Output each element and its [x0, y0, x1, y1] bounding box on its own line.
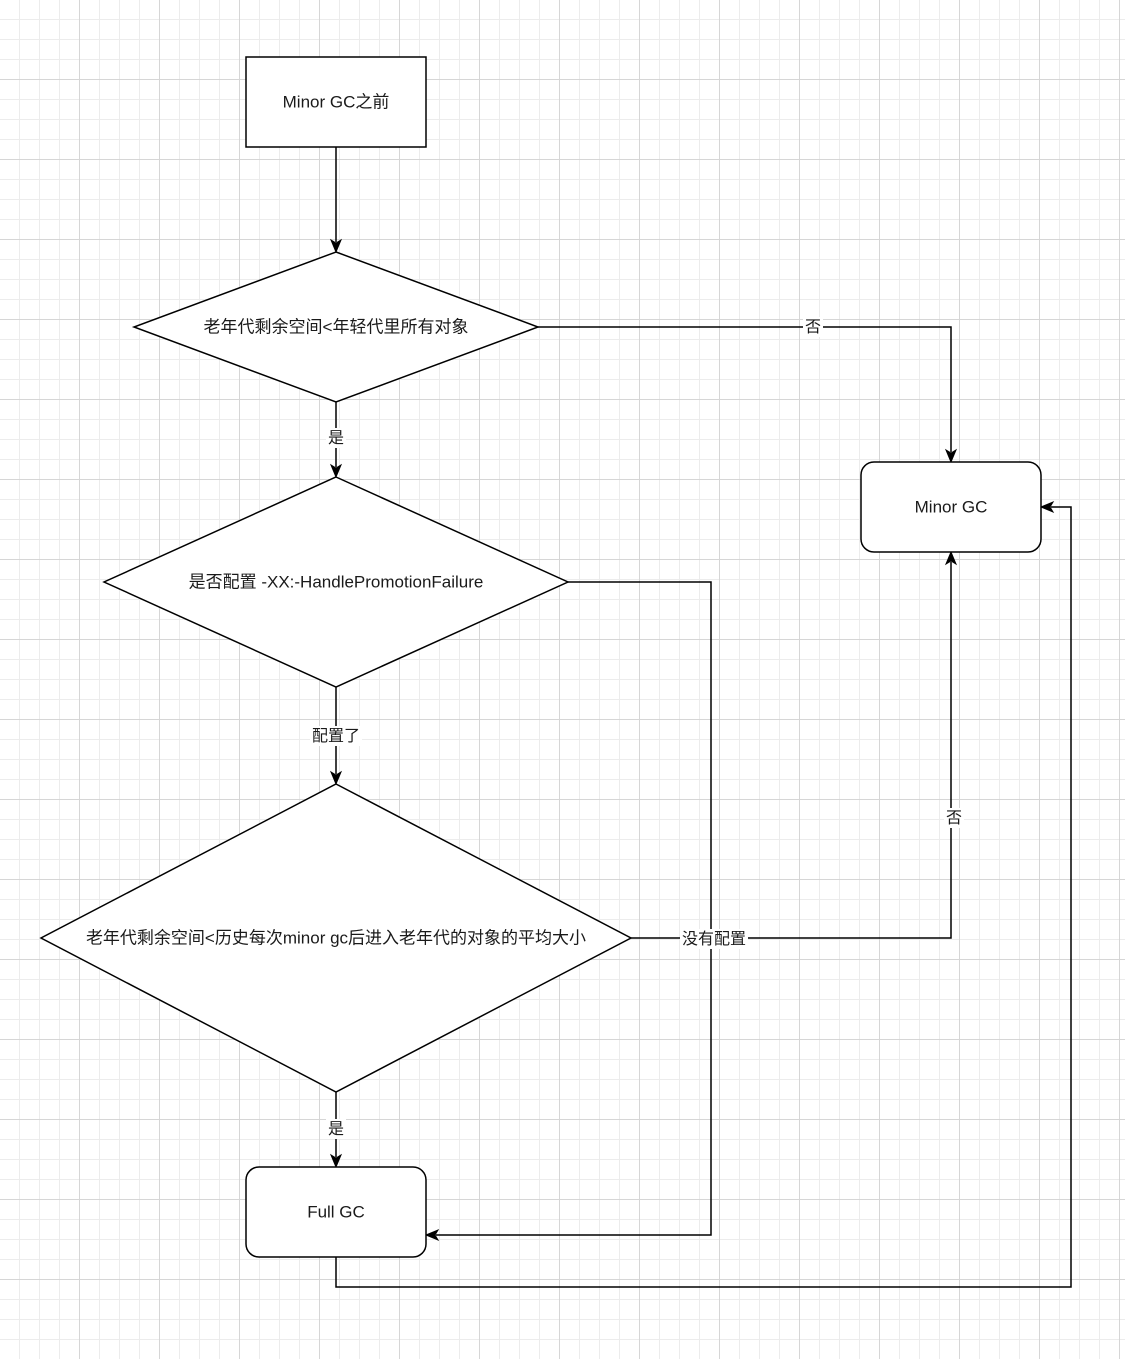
node-full-gc-label: Full GC	[307, 1202, 365, 1221]
edge-check-config-no	[424, 581, 712, 1242]
svg-text:配置了: 配置了	[312, 727, 360, 745]
edge-check-young-no	[538, 326, 958, 464]
edge-label-young-yes: 是	[326, 428, 346, 448]
edge-label-avg-yes: 是	[326, 1119, 346, 1139]
edge-check-avg-no	[631, 550, 958, 939]
svg-text:是: 是	[328, 430, 344, 447]
svg-text:是: 是	[328, 1121, 344, 1138]
node-start-label: Minor GC之前	[283, 92, 390, 111]
svg-text:否: 否	[805, 319, 821, 336]
node-check-config[interactable]: 是否配置 -XX:-HandlePromotionFailure	[102, 476, 570, 688]
edge-start-to-check-young	[329, 147, 343, 254]
node-start[interactable]: Minor GC之前	[245, 56, 427, 148]
node-minor-gc-label: Minor GC	[915, 497, 988, 516]
edge-full-gc-to-minor-gc	[335, 500, 1072, 1288]
node-check-young[interactable]: 老年代剩余空间<年轻代里所有对象	[131, 251, 541, 403]
node-check-avg[interactable]: 老年代剩余空间<历史每次minor gc后进入老年代的对象的平均大小	[39, 783, 633, 1093]
node-check-config-label: 是否配置 -XX:-HandlePromotionFailure	[189, 572, 484, 591]
edge-label-config-yes: 配置了	[310, 726, 362, 746]
node-minor-gc[interactable]: Minor GC	[860, 461, 1042, 553]
node-full-gc[interactable]: Full GC	[245, 1166, 427, 1258]
edge-label-young-no: 否	[803, 317, 823, 337]
svg-text:否: 否	[946, 810, 962, 827]
svg-text:没有配置: 没有配置	[682, 930, 746, 948]
edge-label-config-no: 没有配置	[680, 929, 748, 949]
edge-label-avg-no: 否	[944, 808, 964, 828]
node-check-young-label: 老年代剩余空间<年轻代里所有对象	[204, 317, 469, 336]
node-check-avg-label: 老年代剩余空间<历史每次minor gc后进入老年代的对象的平均大小	[86, 928, 586, 947]
